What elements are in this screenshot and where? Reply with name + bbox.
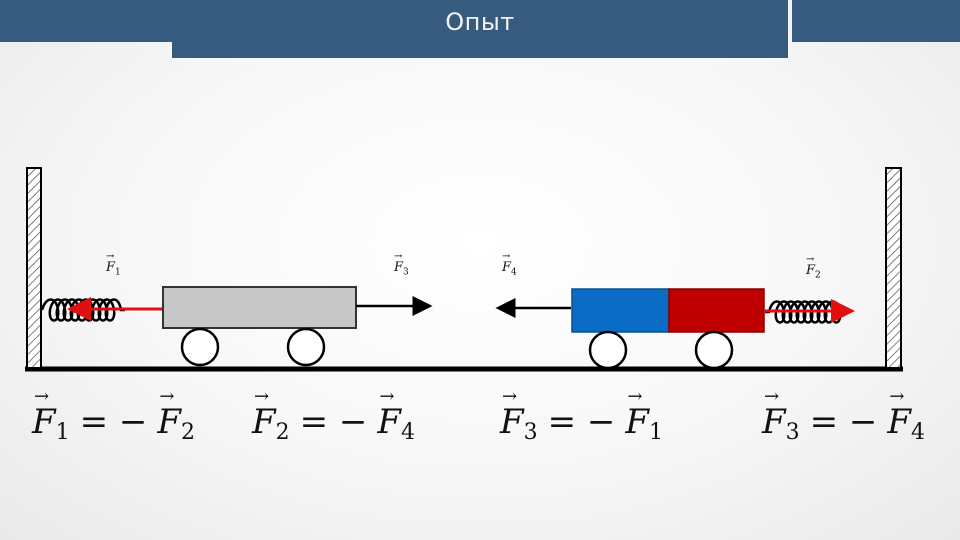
- magnet-cart-wheel-1: [588, 330, 628, 370]
- force-label-f2: F2: [806, 254, 821, 281]
- magnet-red-pole: [668, 288, 765, 333]
- left-cart-wheel-2: [286, 327, 326, 367]
- header-tab: [172, 0, 788, 58]
- magnet-blue-pole: [571, 288, 670, 333]
- formula-2: F2= −F4: [252, 386, 415, 445]
- page-title: Опыт: [445, 8, 515, 36]
- magnet-cart-wheel-2: [694, 330, 734, 370]
- force-label-f3: F3: [394, 251, 409, 278]
- formula-1: F1= −F2: [32, 386, 195, 445]
- header-bar-right: [792, 0, 960, 42]
- left-cart-body: [162, 286, 357, 329]
- force-label-f4: F4: [502, 251, 517, 278]
- left-wall: [26, 167, 42, 369]
- left-cart-wheel-1: [180, 327, 220, 367]
- right-wall: [885, 167, 902, 369]
- formula-3: F3= −F1: [500, 386, 663, 445]
- force-label-f1: F1: [106, 251, 121, 278]
- formula-4: F3= −F4: [762, 386, 925, 445]
